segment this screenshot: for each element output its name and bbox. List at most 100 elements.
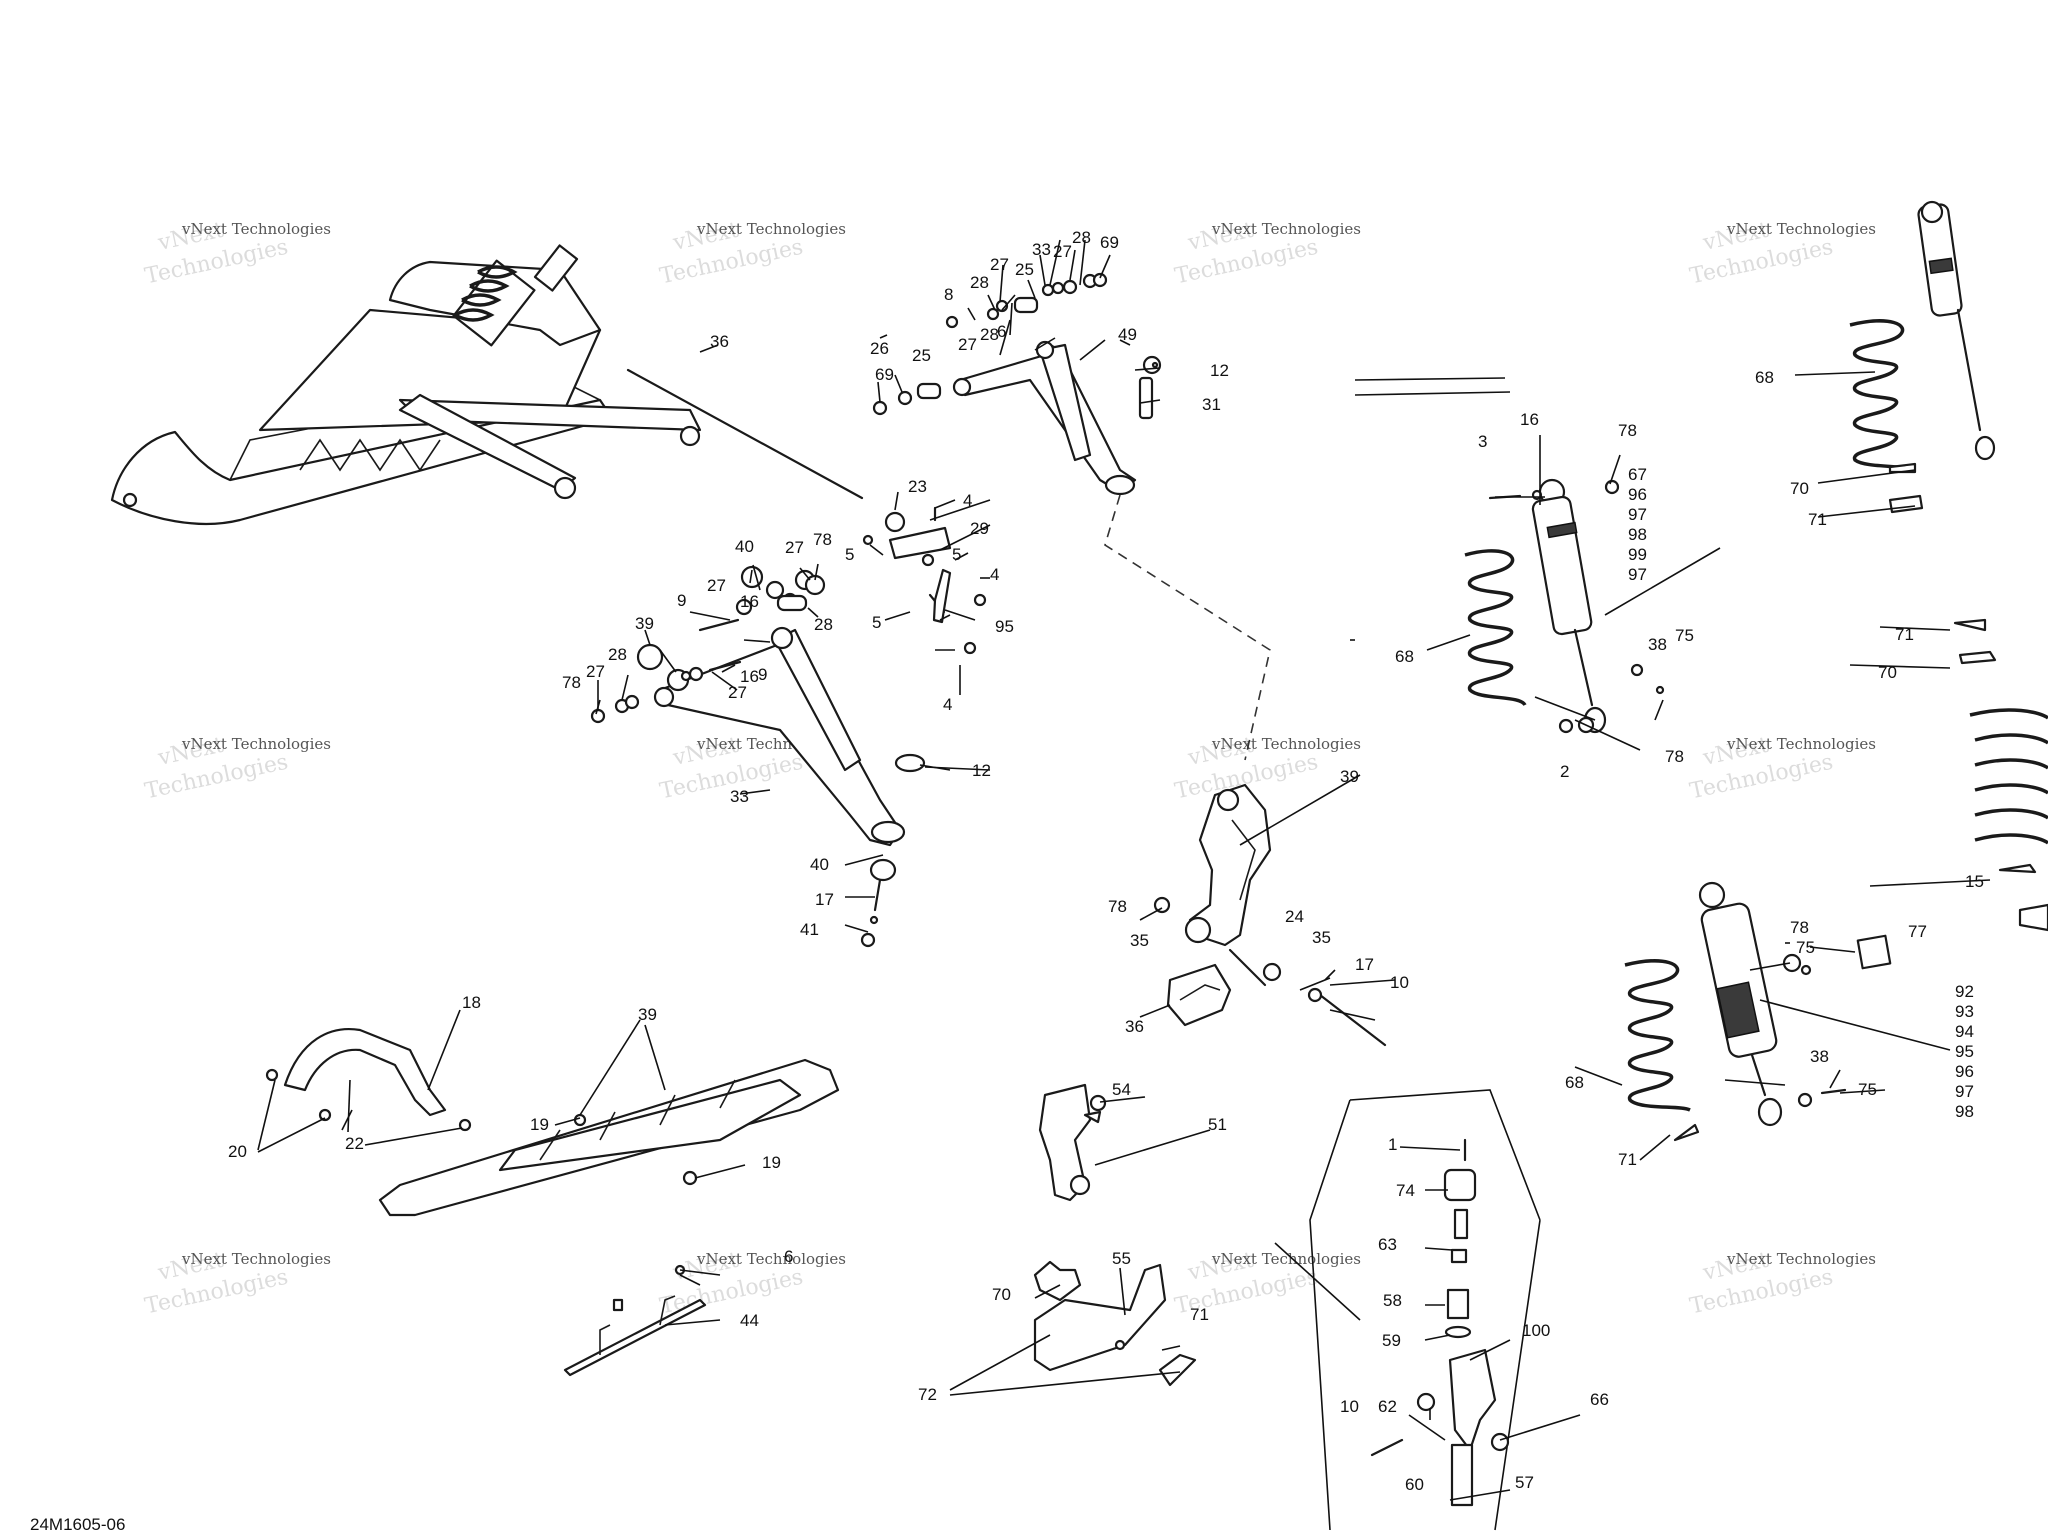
diagram-code: 24M1605-06 <box>30 1515 125 1534</box>
callout-label: 71 <box>1808 510 1827 529</box>
watermark-text: vNext Technologies <box>181 735 331 753</box>
callout-label: 93 <box>1955 1002 1974 1021</box>
callout-label: 67 <box>1628 465 1647 484</box>
callout-label: 100 <box>1522 1321 1550 1340</box>
callout-label: 77 <box>1908 922 1927 941</box>
callout-label: 94 <box>1955 1022 1974 1041</box>
callout-label: 10 <box>1340 1397 1359 1416</box>
callout-label: 78 <box>1665 747 1684 766</box>
callout-label: 27 <box>728 683 747 702</box>
callout-label: 40 <box>810 855 829 874</box>
callout-label: 98 <box>1628 525 1647 544</box>
callout-label: 97 <box>1955 1082 1974 1101</box>
watermark-text: vNext Technologies <box>1726 1250 1876 1268</box>
callout-label: 6 <box>997 322 1006 341</box>
callout-label: 5 <box>872 613 881 632</box>
callout-label: 5 <box>845 545 854 564</box>
callout-label: 15 <box>1965 872 1984 891</box>
callout-label: 25 <box>1015 260 1034 279</box>
callout-label: 68 <box>1565 1073 1584 1092</box>
callout-label: 71 <box>1618 1150 1637 1169</box>
callout-label: 41 <box>800 920 819 939</box>
callout-label: 38 <box>1810 1047 1829 1066</box>
callout-label: 97 <box>1628 505 1647 524</box>
callout-label: 38 <box>1648 635 1667 654</box>
callout-label: 3 <box>1478 432 1487 451</box>
callout-label: 26 <box>870 339 889 358</box>
callout-label: 51 <box>1208 1115 1227 1134</box>
callout-label: 78 <box>1790 918 1809 937</box>
callout-label: 59 <box>1382 1331 1401 1350</box>
callout-label: 36 <box>1125 1017 1144 1036</box>
bracket <box>1033 1260 1197 1387</box>
callout-label: 22 <box>345 1134 364 1153</box>
watermark-text: vNext Technologies <box>1211 220 1361 238</box>
callout-label: 57 <box>1515 1473 1534 1492</box>
callout-label: 16 <box>1520 410 1539 429</box>
spindle-group-box <box>1309 1089 1541 1531</box>
callout-label: 12 <box>1210 361 1229 380</box>
callout-label: 8 <box>944 285 953 304</box>
callout-label: 28 <box>608 645 627 664</box>
callout-label: 66 <box>1590 1390 1609 1409</box>
callout-label: 75 <box>1858 1080 1877 1099</box>
callout-label: 19 <box>530 1115 549 1134</box>
spring-top-right <box>1849 319 1916 472</box>
callout-label: 27 <box>707 576 726 595</box>
callout-label: 78 <box>1618 421 1637 440</box>
callout-label: 9 <box>758 665 767 684</box>
callout-label: 69 <box>875 365 894 384</box>
assembly-path <box>1104 494 1271 761</box>
callout-label: 28 <box>1072 228 1091 247</box>
spring-right-edge <box>1969 708 2048 845</box>
callout-label: 6 <box>784 1247 793 1266</box>
callout-label: 69 <box>1100 233 1119 252</box>
callout-label: 20 <box>228 1142 247 1161</box>
callout-label: 31 <box>1202 395 1221 414</box>
callout-label: 9 <box>677 591 686 610</box>
callout-label: 62 <box>1378 1397 1397 1416</box>
hardware-parts <box>590 272 2048 1142</box>
spindle <box>1184 783 1272 947</box>
callout-label: 92 <box>1955 982 1974 1001</box>
callout-label: 27 <box>958 335 977 354</box>
callout-label: 71 <box>1190 1305 1209 1324</box>
callout-label: 60 <box>1405 1475 1424 1494</box>
spring-lower-right <box>1624 959 1691 1112</box>
callout-label: 35 <box>1130 931 1149 950</box>
callout-label: 4 <box>990 565 999 584</box>
callout-label: 78 <box>1108 897 1127 916</box>
callout-label: 68 <box>1755 368 1774 387</box>
watermark-text: vNext Technologies <box>1211 1250 1361 1268</box>
callout-label: 70 <box>1878 663 1897 682</box>
ski-assembly-overview <box>110 244 702 526</box>
callout-label: 28 <box>980 325 999 344</box>
watermark-text: vNext Technologies <box>1211 735 1361 753</box>
bumper-block <box>1038 1083 1107 1202</box>
callout-label: 49 <box>1118 325 1137 344</box>
callout-label: 75 <box>1796 938 1815 957</box>
callout-label: 29 <box>970 519 989 538</box>
callout-label: 24 <box>1285 907 1304 926</box>
callout-label: 78 <box>813 530 832 549</box>
callout-label: 40 <box>735 537 754 556</box>
watermark-text: vNext Technologies <box>181 1250 331 1268</box>
shock-absorber-top-right <box>1917 200 1996 461</box>
callout-label: 33 <box>1032 240 1051 259</box>
callout-label: 99 <box>1628 545 1647 564</box>
callout-label: 75 <box>1675 626 1694 645</box>
callout-label: 95 <box>995 617 1014 636</box>
watermark-text: vNext Technologies <box>1726 220 1876 238</box>
callout-label: 54 <box>1112 1080 1131 1099</box>
callout-label: 5 <box>952 545 961 564</box>
lower-a-arm <box>653 626 906 847</box>
spring-center <box>1464 549 1527 707</box>
callout-label: 63 <box>1378 1235 1397 1254</box>
callout-label: 72 <box>918 1385 937 1404</box>
watermark-text: vNext Technologies <box>1726 735 1876 753</box>
callout-label: 39 <box>1340 767 1359 786</box>
callout-label: 10 <box>1390 973 1409 992</box>
callout-label: 44 <box>740 1311 759 1330</box>
callout-label: 35 <box>1312 928 1331 947</box>
